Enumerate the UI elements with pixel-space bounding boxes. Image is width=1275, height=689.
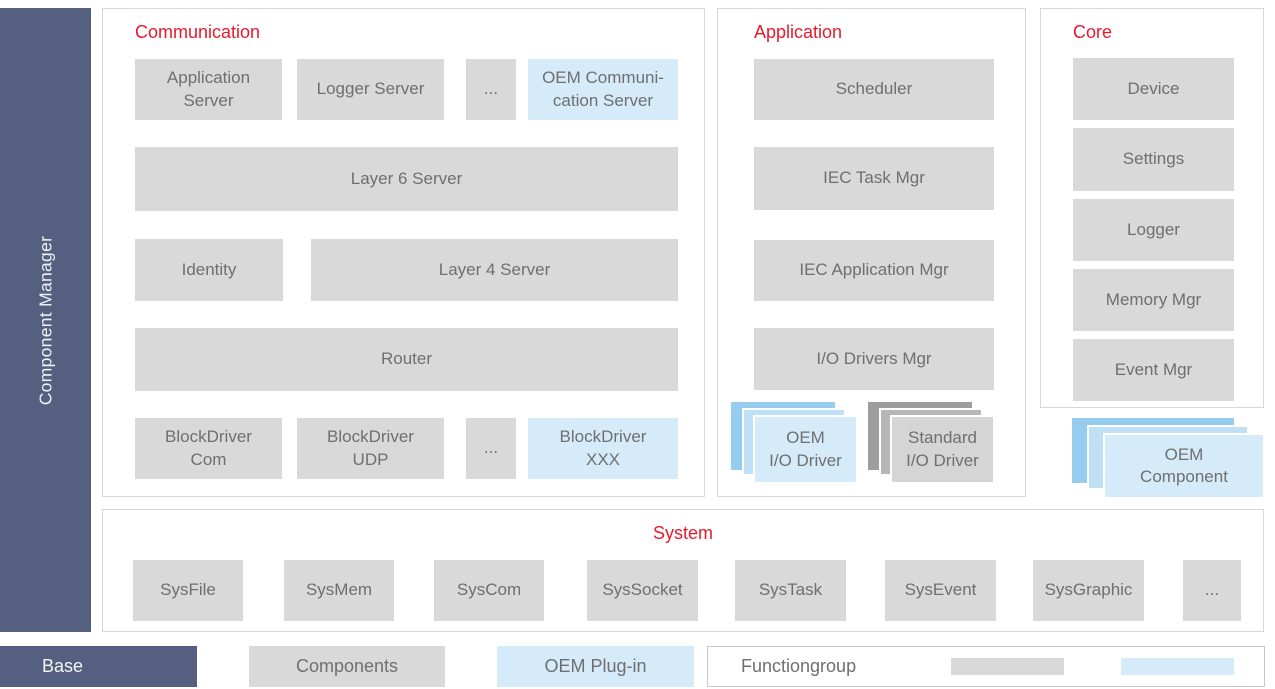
io-drivers-mgr-box: I/O Drivers Mgr (754, 328, 994, 390)
legend-components: Components (249, 646, 445, 687)
oem-communication-server-box: OEM Communi- cation Server (528, 59, 678, 120)
oem-component-card-front: OEM Component (1103, 433, 1265, 499)
layer4-server-box: Layer 4 Server (311, 239, 678, 301)
standard-io-driver-card-front: Standard I/O Driver (890, 415, 995, 484)
syssocket-box: SysSocket (587, 560, 698, 621)
memory-mgr-box: Memory Mgr (1073, 269, 1234, 331)
oem-io-driver-stack: OEM I/O Driver (731, 402, 859, 486)
systask-box: SysTask (735, 560, 846, 621)
sysevent-box: SysEvent (885, 560, 996, 621)
logger-server-box: Logger Server (297, 59, 444, 120)
legend-base-label: Base (42, 656, 84, 676)
legend-functiongroup-label: Functiongroup (741, 655, 857, 676)
sysgraphic-box: SysGraphic (1033, 560, 1144, 621)
oem-component-stack: OEM Component (1072, 418, 1266, 500)
iec-task-mgr-box: IEC Task Mgr (754, 147, 994, 210)
layer6-server-box: Layer 6 Server (135, 147, 678, 211)
legend-functiongroup: Functiongroup (707, 646, 1265, 687)
identity-box: Identity (135, 239, 283, 301)
legend-components-label: Components (295, 656, 399, 676)
sysmem-box: SysMem (284, 560, 394, 621)
blockdriver-ellipsis-box: ... (466, 418, 516, 479)
router-box: Router (135, 328, 678, 391)
core-section: Core Device Settings Logger Memory Mgr E… (1040, 8, 1264, 408)
system-section: System SysFile SysMem SysCom SysSocket S… (102, 509, 1264, 632)
event-mgr-box: Event Mgr (1073, 339, 1234, 401)
blockdriver-com-box: BlockDriver Com (135, 418, 282, 479)
communication-ellipsis-box: ... (466, 59, 516, 120)
component-manager-bar: Component Manager (0, 8, 91, 632)
standard-io-driver-stack: Standard I/O Driver (868, 402, 996, 486)
system-ellipsis-box: ... (1183, 560, 1241, 621)
legend-base: Base (0, 646, 197, 687)
core-title: Core (1073, 22, 1113, 42)
sysfile-box: SysFile (133, 560, 243, 621)
functiongroup-gray-swatch (951, 658, 1064, 675)
legend-oem-plugin: OEM Plug-in (497, 646, 694, 687)
iec-application-mgr-box: IEC Application Mgr (754, 240, 994, 301)
scheduler-box: Scheduler (754, 59, 994, 120)
communication-section: Communication Application Server Logger … (102, 8, 705, 497)
communication-title: Communication (135, 22, 261, 42)
legend-oem-plugin-label: OEM Plug-in (544, 656, 647, 676)
blockdriver-udp-box: BlockDriver UDP (297, 418, 444, 479)
settings-box: Settings (1073, 128, 1234, 191)
device-box: Device (1073, 58, 1234, 120)
application-title: Application (754, 22, 843, 42)
logger-box: Logger (1073, 199, 1234, 261)
functiongroup-blue-swatch (1121, 658, 1234, 675)
component-manager-label: Component Manager (35, 235, 56, 405)
application-server-box: Application Server (135, 59, 282, 120)
blockdriver-xxx-box: BlockDriver XXX (528, 418, 678, 479)
system-title: System (652, 523, 713, 543)
syscom-box: SysCom (434, 560, 544, 621)
oem-io-driver-card-front: OEM I/O Driver (753, 415, 858, 484)
